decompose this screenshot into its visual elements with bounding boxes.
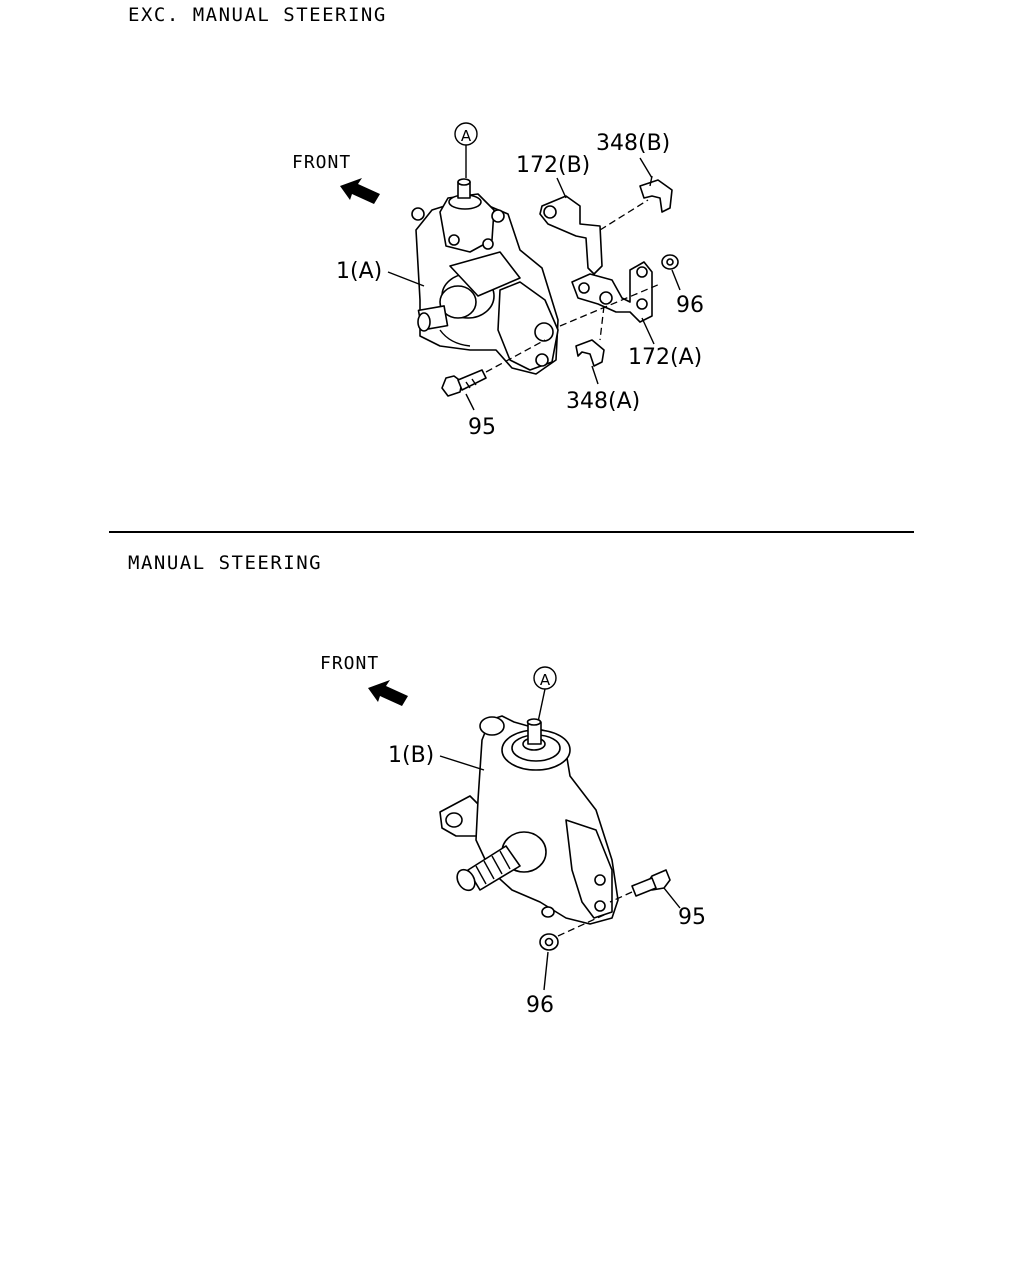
- label-nut-96: 96: [676, 293, 704, 318]
- label-clip-348a: 348(A): [566, 389, 640, 414]
- bolt-95: [441, 339, 546, 397]
- nut-96: [661, 254, 679, 270]
- svg-text:A: A: [540, 671, 551, 689]
- power-steering-gear-box: [411, 178, 559, 375]
- clip-348b: [639, 175, 673, 213]
- section-divider: [109, 531, 914, 533]
- bottom-diagram: FRONT A: [320, 653, 706, 1018]
- front-label-bottom: FRONT: [320, 653, 379, 674]
- label-clip-348b: 348(B): [596, 131, 670, 156]
- label-nut-96-bottom: 96: [526, 993, 554, 1018]
- label-bracket-172a: 172(A): [628, 345, 702, 370]
- label-bracket-172b: 172(B): [516, 153, 590, 178]
- front-label: FRONT: [292, 152, 351, 173]
- label-bolt-95-bottom: 95: [678, 905, 706, 930]
- manual-steering-gear-box: [439, 715, 619, 925]
- section-title-manual-steering: MANUAL STEERING: [128, 552, 323, 574]
- reference-marker-a-bottom: A: [533, 666, 557, 723]
- bracket-172a: [559, 261, 661, 341]
- section-title-exc-manual-steering: EXC. MANUAL STEERING: [128, 4, 387, 26]
- label-gear-box-1b: 1(B): [388, 743, 434, 768]
- label-bolt-95: 95: [468, 415, 496, 440]
- bracket-172b: [539, 195, 649, 275]
- front-arrow-icon: [340, 178, 380, 204]
- bolt-95-bottom: [609, 869, 671, 903]
- label-gear-box-1a: 1(A): [336, 259, 382, 284]
- clip-348a: [575, 339, 605, 367]
- front-arrow-icon-bottom: [368, 680, 408, 706]
- nut-96-bottom: [539, 913, 607, 951]
- reference-marker-a: A: [454, 122, 478, 178]
- top-diagram: FRONT A: [292, 122, 704, 440]
- svg-text:A: A: [461, 127, 472, 145]
